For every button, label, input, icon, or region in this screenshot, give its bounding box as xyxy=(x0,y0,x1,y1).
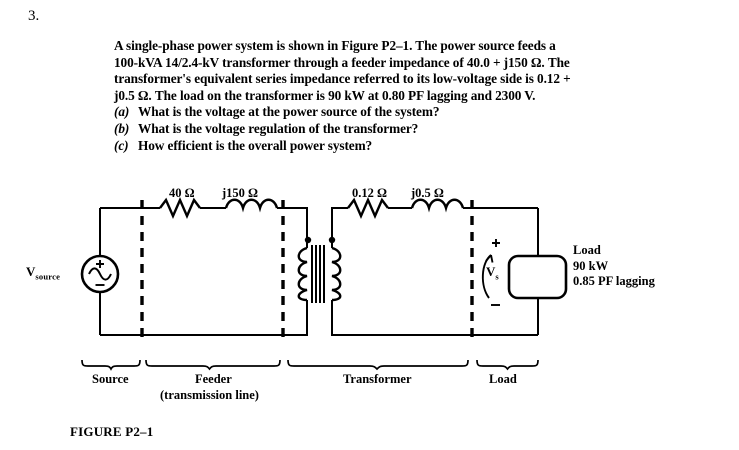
label-feeder-reactance: j150 Ω xyxy=(222,186,259,200)
wire-secondary-top xyxy=(331,207,348,248)
statement-line-3: transformer's equivalent series impedanc… xyxy=(114,71,571,87)
wire-to-transformer-primary-top xyxy=(277,207,308,248)
subquestion-a-text: What is the voltage at the power source … xyxy=(138,104,440,120)
label-load-voltage-sub: s xyxy=(495,271,499,282)
problem-statement: A single-phase power system is shown in … xyxy=(114,38,619,154)
load-box-symbol xyxy=(507,254,568,300)
question-number: 3. xyxy=(28,8,40,24)
load-description: Load 90 kW 0.85 PF lagging xyxy=(573,243,655,290)
inductor-transformer-symbol xyxy=(410,198,465,213)
transformer-primary-coil xyxy=(297,246,308,302)
subquestion-b-label: (b) xyxy=(114,120,130,136)
brace-transformer xyxy=(287,359,469,371)
label-transformer-reactance: j0.5 Ω xyxy=(411,186,444,200)
transformer-dot-primary xyxy=(304,236,312,244)
label-source-voltage-sub: source xyxy=(35,271,61,282)
ac-source-sine-icon xyxy=(88,267,112,281)
brace-load xyxy=(476,359,539,371)
transformer-secondary-coil xyxy=(331,246,342,302)
load-plus-icon xyxy=(492,239,500,247)
load-description-line-2: 90 kW xyxy=(573,258,609,273)
section-label-feeder: Feeder xyxy=(195,372,232,386)
subquestion-c-label: (c) xyxy=(114,137,129,153)
subquestion-b: (b) What is the voltage regulation of th… xyxy=(114,121,619,138)
subquestion-b-text: What is the voltage regulation of the tr… xyxy=(138,120,419,136)
label-load-voltage-main: V xyxy=(486,264,496,279)
statement-line-1: A single-phase power system is shown in … xyxy=(114,38,556,53)
section-label-transformer: Transformer xyxy=(343,372,412,386)
subquestion-a: (a) What is the voltage at the power sou… xyxy=(114,104,619,121)
subquestion-c: (c) How efficient is the overall power s… xyxy=(114,138,619,155)
label-feeder-resistance: 40 Ω xyxy=(169,186,195,200)
transformer-core xyxy=(311,245,325,303)
load-description-line-1: Load xyxy=(573,243,601,257)
inductor-feeder-symbol xyxy=(224,198,279,213)
label-transformer-resistance: 0.12 Ω xyxy=(352,186,388,200)
resistor-transformer-symbol xyxy=(347,197,389,219)
section-label-feeder-sub: (transmission line) xyxy=(160,388,259,402)
label-load-voltage: Vs xyxy=(486,264,499,282)
load-description-line-3: 0.85 PF lagging xyxy=(573,274,655,288)
figure-caption: FIGURE P2–1 xyxy=(70,424,154,439)
brace-source xyxy=(81,359,141,371)
subquestion-a-label: (a) xyxy=(114,104,130,120)
wire-bottom-left xyxy=(100,300,308,336)
brace-feeder xyxy=(145,359,281,371)
label-source-voltage: Vsource xyxy=(26,264,60,282)
wire-bottom-right xyxy=(331,300,538,336)
label-source-voltage-main: V xyxy=(26,264,36,279)
statement-line-2: 100-kVA 14/2.4-kV transformer through a … xyxy=(114,54,570,70)
subquestion-c-text: How efficient is the overall power syste… xyxy=(138,137,373,153)
section-label-source: Source xyxy=(92,372,129,386)
load-voltage-arrow-icon xyxy=(485,254,494,263)
source-plus-icon xyxy=(96,260,104,268)
statement-line-4: j0.5 Ω. The load on the transformer is 9… xyxy=(114,87,536,103)
resistor-feeder-symbol xyxy=(159,197,201,219)
section-label-load: Load xyxy=(489,372,517,386)
